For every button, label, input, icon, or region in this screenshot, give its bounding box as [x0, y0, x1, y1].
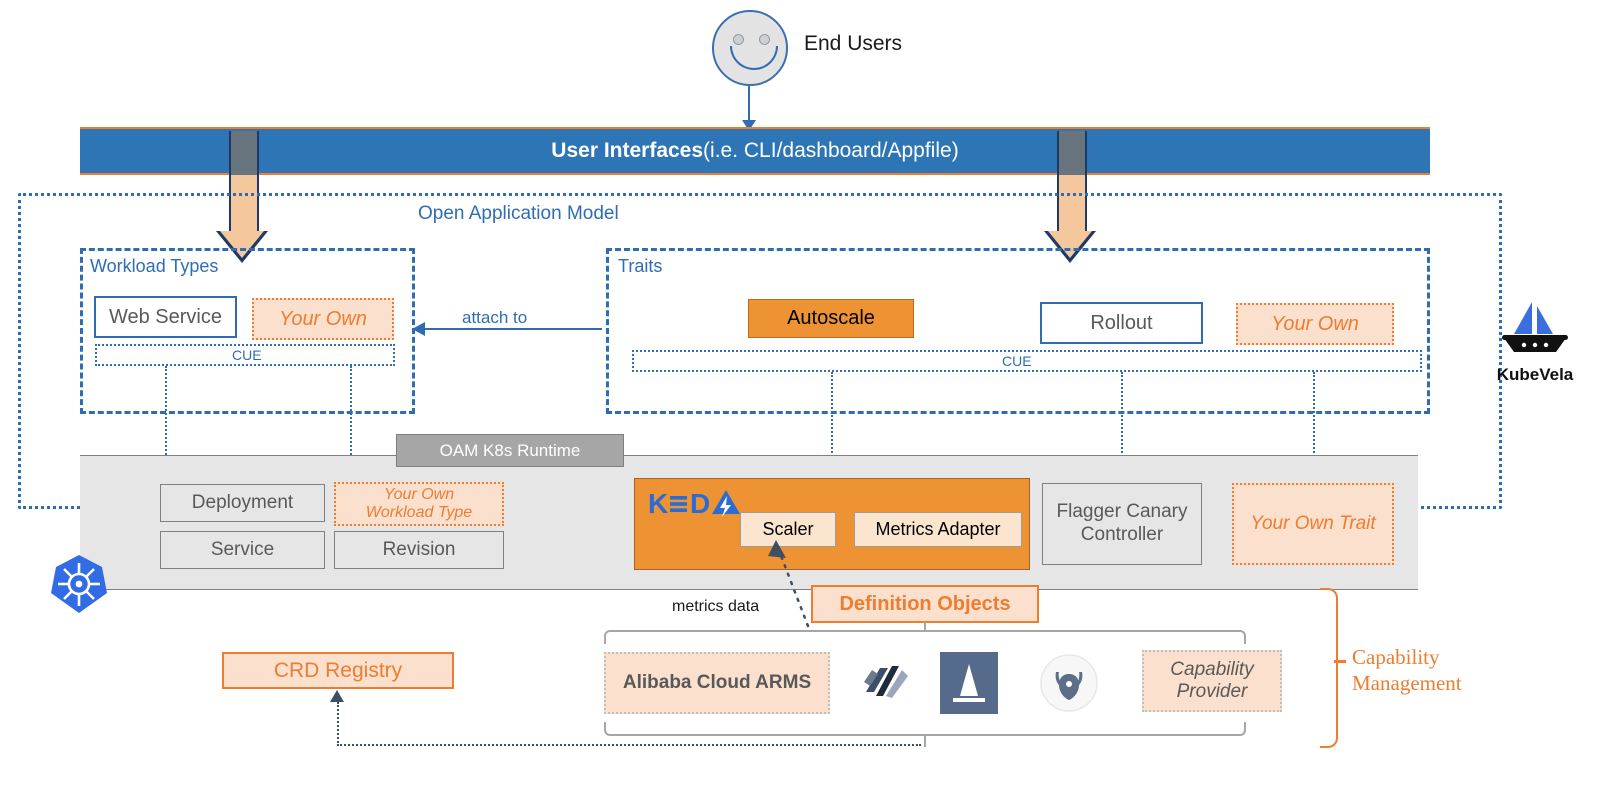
attach-to-arrowhead — [412, 322, 425, 336]
arrow-shaft — [1057, 175, 1087, 235]
connector-own-workload — [350, 366, 352, 470]
capability-management-line2: Management — [1352, 671, 1462, 696]
keda-metrics-adapter-box[interactable]: Metrics Adapter — [854, 512, 1022, 547]
providers-bracket-stem-bottom — [924, 735, 926, 747]
smiley-face-icon — [712, 10, 788, 86]
svg-text:D: D — [690, 488, 710, 519]
crd-registry-box[interactable]: CRD Registry — [222, 652, 454, 689]
kubevela-brand: KubeVela — [1480, 296, 1590, 385]
capability-management-label: Capability Management — [1352, 644, 1512, 697]
linkerd-logo-icon — [852, 652, 914, 714]
oam-k8s-runtime-tab: OAM K8s Runtime — [396, 434, 624, 467]
metrics-data-connector — [768, 540, 810, 628]
attach-to-connector — [424, 328, 602, 330]
arrow-head-fill — [220, 231, 264, 258]
flagger-logo-icon — [1038, 652, 1100, 714]
metrics-data-label: metrics data — [672, 598, 760, 615]
traits-cue-label: CUE — [998, 353, 1036, 369]
connector-web-service — [165, 366, 167, 470]
connector-own-trait — [1313, 372, 1315, 464]
runtime-box-own-workload-type[interactable]: Your Own Workload Type — [334, 482, 504, 526]
capability-web-service[interactable]: Web Service — [94, 296, 237, 338]
traits-group — [606, 248, 1430, 414]
workload-cue-label: CUE — [228, 347, 266, 363]
provider-alibaba-cloud-arms[interactable]: Alibaba Cloud ARMS — [604, 652, 830, 714]
definition-objects-stem-top — [924, 622, 926, 632]
end-users-label: End Users — [804, 32, 903, 55]
own-workload-type-line2: Workload Type — [365, 504, 473, 521]
end-users-connector — [748, 86, 750, 124]
runtime-box-flagger-canary-controller[interactable]: Flagger Canary Controller — [1042, 483, 1202, 565]
providers-bracket-top — [604, 630, 1246, 644]
user-interfaces-title: User Interfaces — [551, 139, 704, 162]
flagger-line2: Controller — [1080, 524, 1164, 545]
arrow-shaft — [229, 175, 259, 235]
end-users-arrowhead — [742, 120, 756, 131]
open-application-model-title: Open Application Model — [418, 203, 619, 224]
traits-label: Traits — [618, 256, 663, 276]
provider-capability-provider[interactable]: Capability Provider — [1142, 650, 1282, 712]
runtime-box-deployment[interactable]: Deployment — [160, 484, 325, 522]
providers-bracket-bottom — [604, 722, 1246, 736]
connector-rollout — [1121, 372, 1123, 464]
capability-provider-line1: Capability — [1170, 659, 1254, 681]
crd-registry-connector-horizontal — [337, 744, 921, 746]
smile-icon — [730, 46, 778, 70]
eye-right-icon — [759, 34, 770, 45]
keda-scaler-box[interactable]: Scaler — [740, 512, 836, 547]
svg-text:K: K — [648, 488, 669, 519]
keda-logo-icon: K D — [648, 487, 744, 521]
runtime-box-service[interactable]: Service — [160, 531, 325, 569]
capability-management-brace-nub — [1334, 660, 1346, 663]
crd-registry-arrowhead — [330, 690, 344, 702]
eye-left-icon — [733, 34, 744, 45]
user-interfaces-bar[interactable]: User Interfaces (i.e. CLI/dashboard/Appf… — [80, 127, 1430, 175]
capability-provider-line2: Provider — [1176, 681, 1248, 702]
connector-autoscale — [831, 372, 833, 464]
workload-cue-strip — [95, 344, 395, 366]
definition-objects-badge: Definition Objects — [811, 585, 1039, 623]
kubevela-label: KubeVela — [1496, 365, 1574, 384]
user-interfaces-label: User Interfaces (i.e. CLI/dashboard/Appf… — [80, 139, 1430, 163]
arrow-shaft-in-bar — [1057, 131, 1087, 175]
arrow-shaft-in-bar — [229, 131, 259, 175]
capability-management-line1: Capability — [1352, 645, 1440, 669]
istio-logo-icon — [940, 652, 998, 714]
runtime-box-revision[interactable]: Revision — [334, 531, 504, 569]
capability-management-brace — [1320, 588, 1338, 748]
capability-rollout[interactable]: Rollout — [1040, 302, 1203, 344]
attach-to-label: attach to — [462, 308, 528, 327]
own-workload-type-line1: Your Own — [383, 485, 455, 503]
kubernetes-logo-icon — [48, 553, 110, 615]
crd-registry-connector-vertical — [337, 702, 339, 746]
flagger-line1: Flagger Canary — [1056, 501, 1188, 523]
capability-autoscale[interactable]: Autoscale — [748, 299, 914, 338]
kubevela-sailboat-icon — [1502, 302, 1568, 352]
user-interfaces-subtitle: (i.e. CLI/dashboard/Appfile) — [703, 139, 959, 162]
traits-cue-strip — [632, 350, 1422, 372]
workload-types-label: Workload Types — [90, 256, 219, 276]
capability-workload-your-own[interactable]: Your Own — [252, 298, 394, 340]
capability-trait-your-own[interactable]: Your Own — [1236, 303, 1394, 345]
runtime-box-own-trait[interactable]: Your Own Trait — [1232, 483, 1394, 565]
arrow-head-fill — [1048, 231, 1092, 258]
